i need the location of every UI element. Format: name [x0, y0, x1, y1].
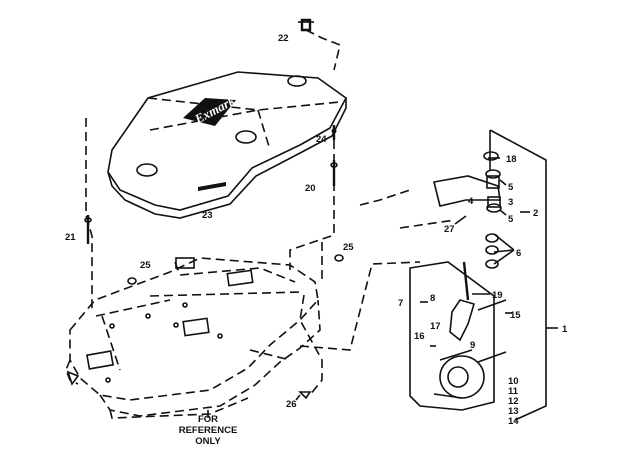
callout-23: 23	[202, 210, 213, 221]
callout-15: 15	[510, 310, 521, 321]
deck-cover: Exmark	[107, 71, 348, 219]
callout-5a: 5	[508, 182, 514, 193]
callout-9: 9	[470, 340, 475, 351]
callout-12: 12	[508, 396, 519, 407]
callout-1: 1	[562, 324, 568, 335]
hardware	[84, 18, 344, 400]
callout-16: 16	[414, 331, 425, 342]
callout-numbers: 22 18 24 20 5 3 2 23 27 5 4 21 25 6 25 7…	[65, 33, 568, 427]
callout-leaders	[295, 157, 558, 401]
callout-6: 6	[516, 248, 521, 259]
callout-19: 19	[492, 290, 503, 301]
caster-wheel-assembly	[409, 129, 547, 421]
callout-14: 14	[508, 416, 519, 427]
callout-7: 7	[398, 298, 403, 309]
callout-8: 8	[430, 293, 435, 304]
callout-2: 2	[533, 208, 538, 219]
callout-25a: 25	[343, 242, 354, 253]
callout-24: 24	[316, 134, 327, 145]
callout-17: 17	[430, 321, 441, 332]
callout-5b: 5	[508, 214, 514, 225]
callout-13: 13	[508, 406, 519, 417]
callout-20: 20	[305, 183, 316, 194]
note-line-2: REFERENCE	[179, 425, 238, 436]
note-line-1: FOR	[198, 414, 218, 425]
leader-lines	[85, 29, 456, 396]
callout-21: 21	[65, 232, 76, 243]
callout-27: 27	[444, 224, 455, 235]
callout-3: 3	[508, 197, 513, 208]
callout-4: 4	[468, 196, 474, 207]
callout-25b: 25	[140, 260, 151, 271]
callout-18: 18	[506, 154, 517, 165]
callout-22: 22	[278, 33, 289, 44]
note-line-3: ONLY	[195, 436, 221, 447]
callout-10: 10	[508, 376, 519, 387]
reference-note: FOR REFERENCE ONLY	[179, 410, 238, 447]
callout-11: 11	[508, 386, 519, 397]
mower-deck	[65, 257, 321, 419]
callout-26: 26	[286, 399, 297, 410]
